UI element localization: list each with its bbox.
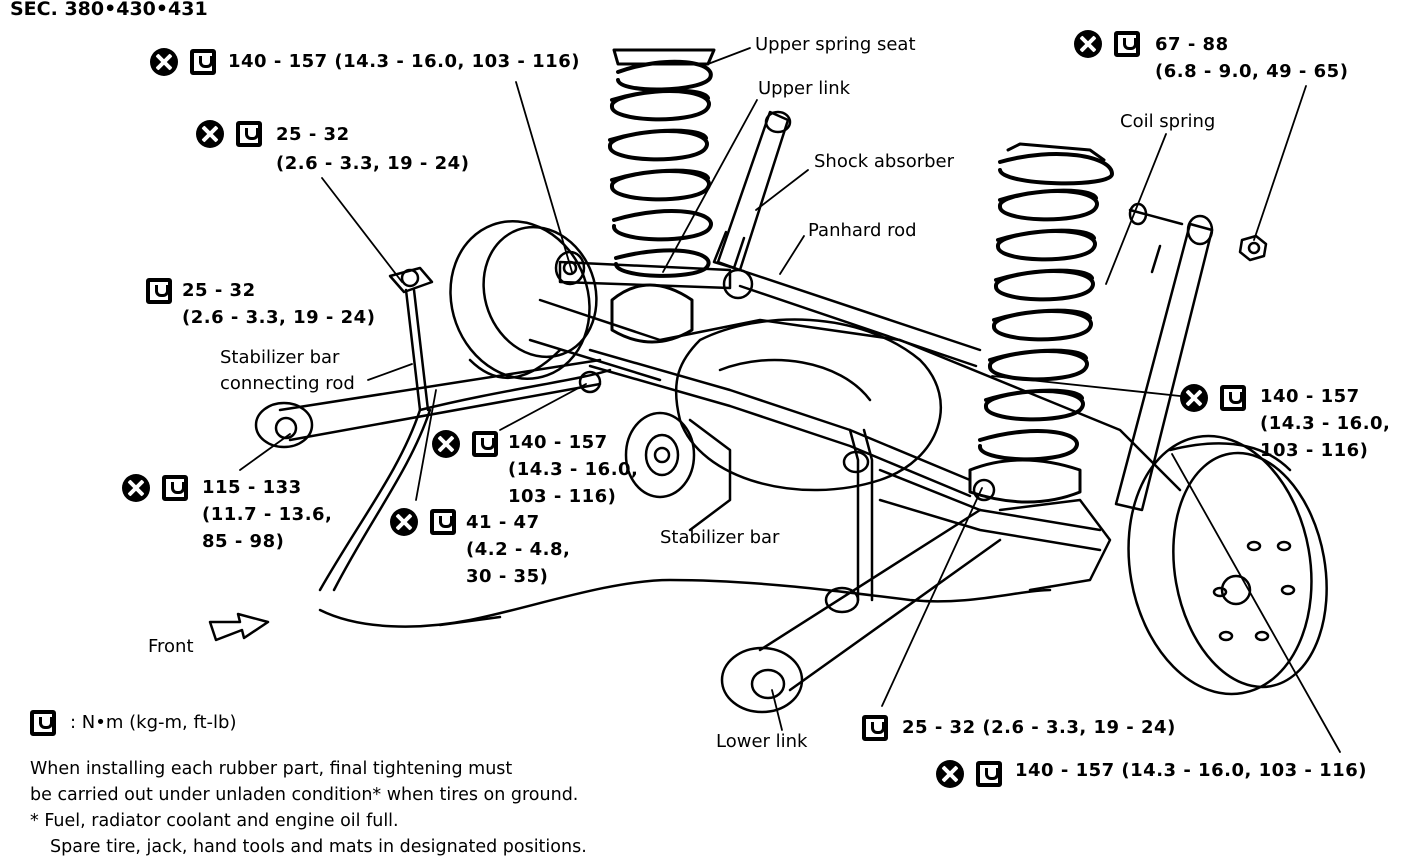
- torque-spec-panhard-rod: 140 - 157: [1260, 386, 1360, 407]
- torque-spec-connecting-rod-upper: 25 - 32: [276, 124, 350, 145]
- replace-part-icon: [390, 508, 418, 536]
- torque-spec-stabilizer-clamp-detail2: 30 - 35): [466, 566, 549, 587]
- right-shock-absorber: [1114, 202, 1214, 512]
- torque-wrench-icon: [1114, 31, 1140, 57]
- torque-wrench-icon: [976, 761, 1002, 787]
- torque-wrench-icon: [862, 715, 888, 741]
- label-upper-spring-seat: Upper spring seat: [755, 34, 916, 55]
- label-shock-absorber: Shock absorber: [814, 151, 955, 172]
- torque-spec-shock-nut-detail: (6.8 - 9.0, 49 - 65): [1155, 61, 1349, 82]
- torque-wrench-icon: [162, 475, 188, 501]
- torque-spec-panhard-rod-detail2: 103 - 116): [1260, 440, 1369, 461]
- leader-lines: [239, 47, 1341, 753]
- torque-wrench-icon: [472, 431, 498, 457]
- label-stabilizer-bar-connecting-rod-line2: connecting rod: [220, 373, 355, 394]
- label-upper-link: Upper link: [758, 78, 851, 99]
- torque-spec-lower-link-axle-detail2: 103 - 116): [508, 486, 617, 507]
- torque-spec-panhard-rod-detail1: (14.3 - 16.0,: [1260, 413, 1391, 434]
- replace-part-icon: [122, 474, 150, 502]
- legend-unit: : N•m (kg-m, ft-lb): [70, 712, 237, 733]
- replace-part-icon: [936, 760, 964, 788]
- torque-spec-stabilizer-clamp-detail1: (4.2 - 4.8,: [466, 539, 571, 560]
- label-front: Front: [148, 636, 194, 657]
- left-brake-drum: [449, 220, 598, 380]
- torque-wrench-icon: [1220, 385, 1246, 411]
- panhard-rod: [738, 268, 982, 368]
- note-line-4: Spare tire, jack, hand tools and mats in…: [50, 837, 587, 857]
- section-number: SEC. 380•430•431: [10, 0, 208, 20]
- stabilizer-bar: [588, 348, 972, 614]
- lower-link-right: [720, 478, 1002, 714]
- right-brake-drum: [1127, 434, 1328, 696]
- torque-spec-shock-nut: 67 - 88: [1155, 34, 1229, 55]
- right-coil-spring: [968, 142, 1114, 504]
- front-arrow-icon: [208, 612, 270, 642]
- torque-wrench-icon: [190, 49, 216, 75]
- torque-spec-lower-link-front-detail2: 85 - 98): [202, 531, 285, 552]
- replace-part-icon: [432, 430, 460, 458]
- torque-wrench-icon: [146, 278, 172, 304]
- label-panhard-rod: Panhard rod: [808, 220, 917, 241]
- torque-spec-shock-lower: 140 - 157 (14.3 - 16.0, 103 - 116): [1015, 760, 1367, 781]
- label-stabilizer-bar: Stabilizer bar: [660, 527, 780, 548]
- left-shock-absorber: [712, 110, 792, 272]
- stabilizer-connecting-rod: [388, 266, 434, 412]
- torque-wrench-icon: [236, 121, 262, 147]
- torque-spec-upper-link: 140 - 157 (14.3 - 16.0, 103 - 116): [228, 51, 580, 72]
- torque-spec-stabilizer-connecting-rod-lower: 25 - 32 (2.6 - 3.3, 19 - 24): [902, 717, 1176, 738]
- note-line-2: be carried out under unladen condition* …: [30, 785, 579, 805]
- torque-spec-connecting-rod-nut-detail: (2.6 - 3.3, 19 - 24): [182, 307, 376, 328]
- replace-part-icon: [196, 120, 224, 148]
- torque-wrench-icon: [430, 509, 456, 535]
- torque-spec-lower-link-axle-detail1: (14.3 - 16.0,: [508, 459, 639, 480]
- replace-part-icon: [1180, 384, 1208, 412]
- torque-spec-lower-link-front-detail1: (11.7 - 13.6,: [202, 504, 333, 525]
- torque-wrench-icon: [30, 710, 56, 736]
- left-coil-spring: [608, 48, 716, 344]
- note-line-1: When installing each rubber part, final …: [30, 759, 513, 779]
- nut: [1238, 234, 1268, 262]
- lower-link-left: [254, 358, 602, 449]
- torque-spec-lower-link-front: 115 - 133: [202, 477, 302, 498]
- label-stabilizer-bar-connecting-rod-line1: Stabilizer bar: [220, 347, 340, 368]
- torque-spec-connecting-rod-nut: 25 - 32: [182, 280, 256, 301]
- replace-part-icon: [1074, 30, 1102, 58]
- replace-part-icon: [150, 48, 178, 76]
- note-line-3: * Fuel, radiator coolant and engine oil …: [30, 811, 399, 831]
- torque-spec-connecting-rod-upper-detail: (2.6 - 3.3, 19 - 24): [276, 153, 470, 174]
- brake-cable: [318, 368, 1052, 628]
- label-coil-spring: Coil spring: [1120, 111, 1216, 132]
- label-lower-link: Lower link: [716, 731, 808, 752]
- torque-spec-lower-link-axle: 140 - 157: [508, 432, 608, 453]
- torque-spec-stabilizer-clamp: 41 - 47: [466, 512, 540, 533]
